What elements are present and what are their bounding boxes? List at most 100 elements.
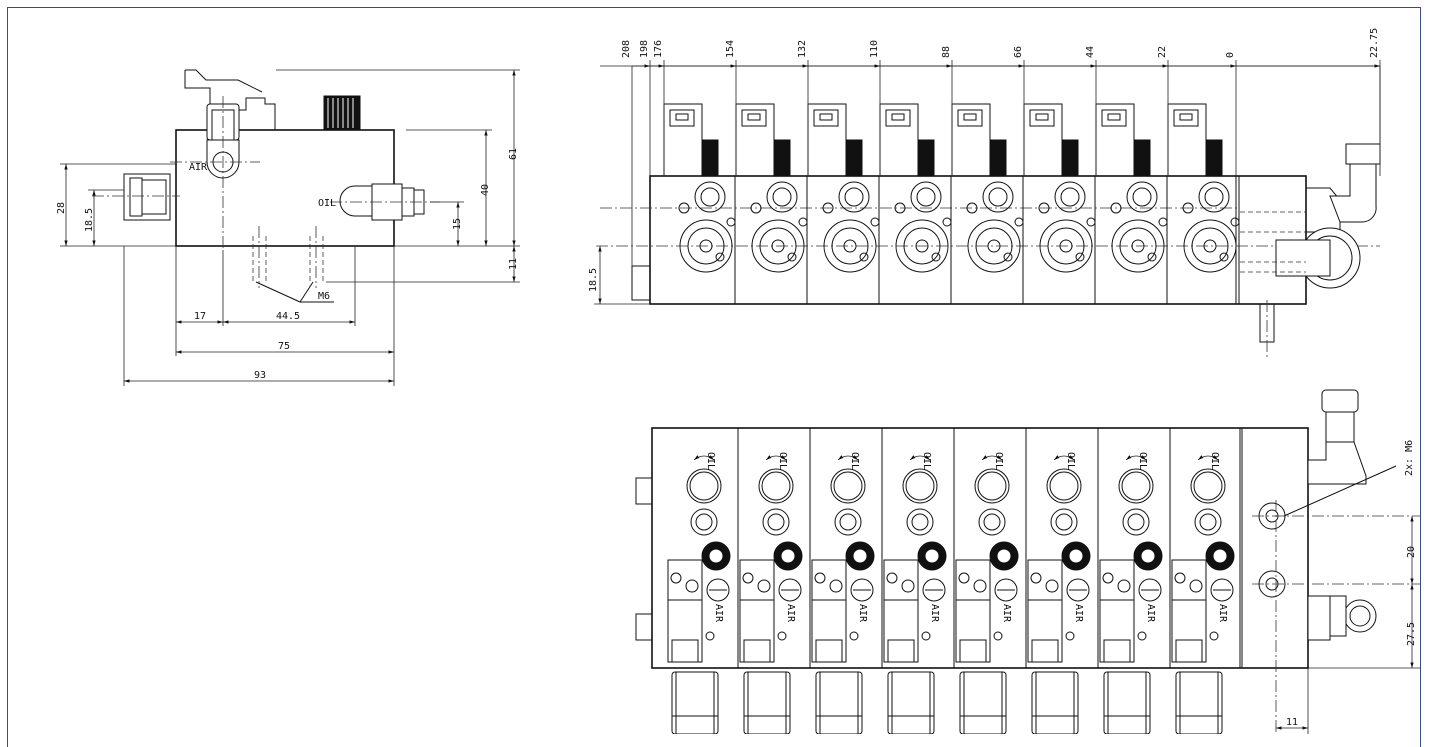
- air-label: AIR: [1001, 604, 1012, 623]
- oil-label: OIL: [1065, 452, 1076, 470]
- dim-75: 75: [278, 341, 290, 352]
- air-port-label: AIR: [189, 162, 208, 173]
- ordinate-label: 110: [869, 40, 880, 58]
- connector-plug: [1029, 109, 1055, 127]
- connector-plug: [1101, 109, 1127, 127]
- ordinate-label: 154: [725, 40, 736, 58]
- coil-knurl: [1133, 139, 1151, 177]
- oil-port: [1194, 508, 1222, 536]
- top-module: OIL AIR: [1027, 428, 1099, 734]
- main-port-inner: [975, 227, 1013, 265]
- coil-body: [1171, 599, 1207, 663]
- main-port-inner: [1119, 227, 1157, 265]
- push-fitting: [815, 671, 863, 734]
- thread-note: 2x: M6: [1404, 440, 1415, 476]
- air-screw: [706, 578, 730, 602]
- coil-knurl: [989, 139, 1007, 177]
- oil-port: [694, 181, 726, 213]
- oil-port: [766, 181, 798, 213]
- oil-port: [1050, 508, 1078, 536]
- air-label: AIR: [1145, 604, 1156, 623]
- ordinate-label: 22: [1157, 46, 1168, 58]
- push-fitting: [1103, 671, 1151, 734]
- oil-port-label: OIL: [318, 198, 336, 209]
- screw-hole: [1038, 202, 1050, 214]
- ordinate-label: 66: [1013, 46, 1024, 58]
- oil-port: [762, 508, 790, 536]
- push-fitting: [887, 671, 935, 734]
- oil-port: [1122, 508, 1150, 536]
- oil-port: [834, 508, 862, 536]
- front-module: [1023, 103, 1096, 304]
- main-port-outer: [1183, 219, 1237, 273]
- reservoir-circle: [1190, 468, 1226, 504]
- screw-hole: [822, 202, 834, 214]
- dim-61: 61: [508, 148, 519, 160]
- coil-body: [811, 599, 847, 663]
- screw-hole: [1110, 202, 1122, 214]
- front-module: [735, 103, 808, 304]
- main-port-inner: [687, 227, 725, 265]
- dim-44-5: 44.5: [276, 311, 300, 322]
- coil-knurl: [773, 139, 791, 177]
- main-port-outer: [823, 219, 877, 273]
- oil-port: [838, 181, 870, 213]
- oil-port: [1126, 181, 1158, 213]
- air-label: AIR: [929, 604, 940, 623]
- top-view: 2x: M6 20 27.5 11 OILAIROILAIROILAIROILA…: [635, 389, 1420, 734]
- valve-body: [1027, 559, 1063, 601]
- front-module: [807, 103, 880, 304]
- main-port-inner: [903, 227, 941, 265]
- side-knob: [323, 95, 361, 131]
- ordinate-label: 0: [1225, 52, 1236, 58]
- coil-knurl: [1061, 139, 1079, 177]
- oil-port: [1054, 181, 1086, 213]
- connector-plug: [885, 109, 911, 127]
- main-port-outer: [679, 219, 733, 273]
- coil-knurl: [917, 139, 935, 177]
- top-module: OIL AIR: [667, 428, 739, 734]
- push-fitting: [959, 671, 1007, 734]
- reservoir-circle: [686, 468, 722, 504]
- ordinate-label: 44: [1085, 46, 1096, 58]
- ordinate-label: 176: [653, 40, 664, 58]
- screw-hole: [894, 202, 906, 214]
- air-screw: [922, 578, 946, 602]
- coil-knurl: [845, 139, 863, 177]
- valve-body: [811, 559, 847, 601]
- oil-label: OIL: [849, 452, 860, 470]
- dim-93: 93: [254, 370, 266, 381]
- air-label: AIR: [1073, 604, 1084, 623]
- valve-body: [1099, 559, 1135, 601]
- air-label: AIR: [713, 604, 724, 623]
- ordinate-label: 22.75: [1369, 28, 1380, 58]
- reservoir-circle: [1118, 468, 1154, 504]
- air-screw: [1138, 578, 1162, 602]
- screw-hole: [1182, 202, 1194, 214]
- oil-label: OIL: [1209, 452, 1220, 470]
- push-fitting: [1031, 671, 1079, 734]
- oil-label: OIL: [777, 452, 788, 470]
- coil-knurl: [1205, 139, 1223, 177]
- reservoir-circle: [902, 468, 938, 504]
- air-screw: [1066, 578, 1090, 602]
- dim-40: 40: [480, 184, 491, 196]
- screw-hole: [750, 202, 762, 214]
- coil-body: [667, 599, 703, 663]
- connector-plug: [741, 109, 767, 127]
- top-dim-20: 20: [1406, 546, 1417, 558]
- push-fitting: [743, 671, 791, 734]
- front-dim-18-5: 18.5: [588, 268, 599, 292]
- oil-label: OIL: [705, 452, 716, 470]
- coil-body: [883, 599, 919, 663]
- air-label: AIR: [785, 604, 796, 623]
- reservoir-circle: [1046, 468, 1082, 504]
- top-end-block: [1239, 427, 1309, 669]
- screw-hole: [966, 202, 978, 214]
- coil-knurl: [701, 139, 719, 177]
- main-port-inner: [1191, 227, 1229, 265]
